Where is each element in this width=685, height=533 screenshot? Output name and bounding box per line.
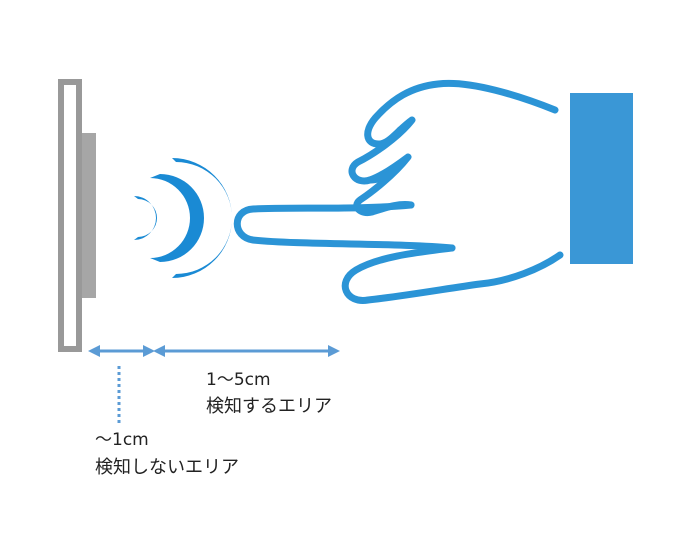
pointing-hand-icon [237, 83, 560, 300]
knuckle-line-2 [370, 167, 398, 180]
wireless-signal-icon [134, 158, 232, 278]
sensor-device-icon [61, 82, 96, 349]
detect-area-range-label: 1〜5cm [206, 372, 271, 389]
no-detect-area-range-label: 〜1cm [95, 432, 149, 449]
palm-thumb-contour [345, 248, 560, 300]
sleeve-cuff [570, 93, 633, 264]
no-detect-area-caption: 検知しないエリア [95, 459, 239, 477]
detect-area-caption: 検知するエリア [206, 398, 332, 416]
hand-back-contour [352, 83, 555, 212]
device-panel [82, 133, 96, 298]
signal-wave-medium [150, 174, 204, 262]
device-frame [61, 82, 79, 349]
signal-wave-small [134, 196, 157, 240]
index-finger [237, 205, 452, 248]
knuckle-line-1 [380, 130, 400, 144]
no-detect-range-arrow [88, 345, 155, 357]
detect-range-arrow [153, 345, 340, 357]
